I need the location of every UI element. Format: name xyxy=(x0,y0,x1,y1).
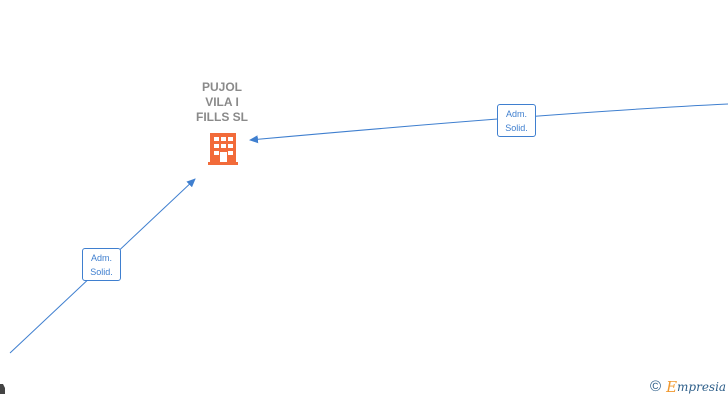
partial-node-fragment xyxy=(0,384,5,394)
edge-right-to-company xyxy=(249,103,728,144)
brand-name: mpresia xyxy=(677,380,727,394)
relation-label-left-line-2: Solid. xyxy=(90,267,113,277)
copyright-icon: © xyxy=(650,378,662,395)
company-name-line-2: VILA I xyxy=(205,95,239,109)
relation-label-right-line-2: Solid. xyxy=(505,123,528,133)
brand-initial: E xyxy=(666,378,678,396)
empresia-watermark: © E mpresia xyxy=(650,378,727,396)
relation-label-left[interactable]: Adm. Solid. xyxy=(82,248,121,281)
building-icon[interactable] xyxy=(208,133,238,165)
company-name[interactable]: PUJOL VILA I FILLS SL xyxy=(176,80,268,125)
relation-label-right[interactable]: Adm. Solid. xyxy=(497,104,536,137)
relation-label-right-line-1: Adm. xyxy=(505,109,527,119)
company-name-line-3: FILLS SL xyxy=(196,110,248,124)
company-name-line-1: PUJOL xyxy=(201,80,242,94)
relation-label-left-line-1: Adm. xyxy=(90,253,112,263)
